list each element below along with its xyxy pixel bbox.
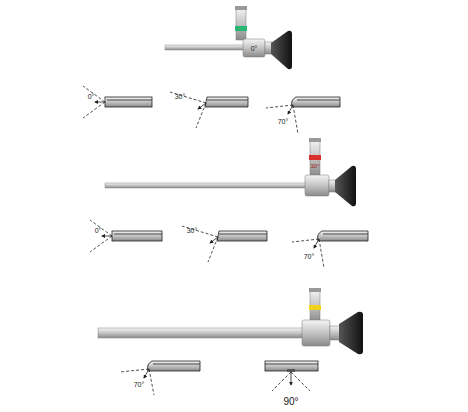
- angle-label: 0°: [94, 227, 103, 234]
- scope-30deg: [105, 138, 356, 206]
- angle-label: 0°: [87, 93, 96, 100]
- scope-large: [98, 288, 363, 354]
- angle-label: 30°: [186, 227, 199, 234]
- angle-label: 30°: [309, 163, 320, 169]
- angle-label: 30°: [174, 93, 187, 100]
- angle-label: 90°: [282, 397, 299, 407]
- angle-label: 0°: [250, 45, 259, 52]
- angle-label: 70°: [303, 253, 316, 260]
- tip-diagrams: [83, 86, 368, 395]
- angle-label: 70°: [277, 118, 290, 125]
- angle-label: 70°: [133, 381, 146, 388]
- scope-0deg: [165, 6, 292, 69]
